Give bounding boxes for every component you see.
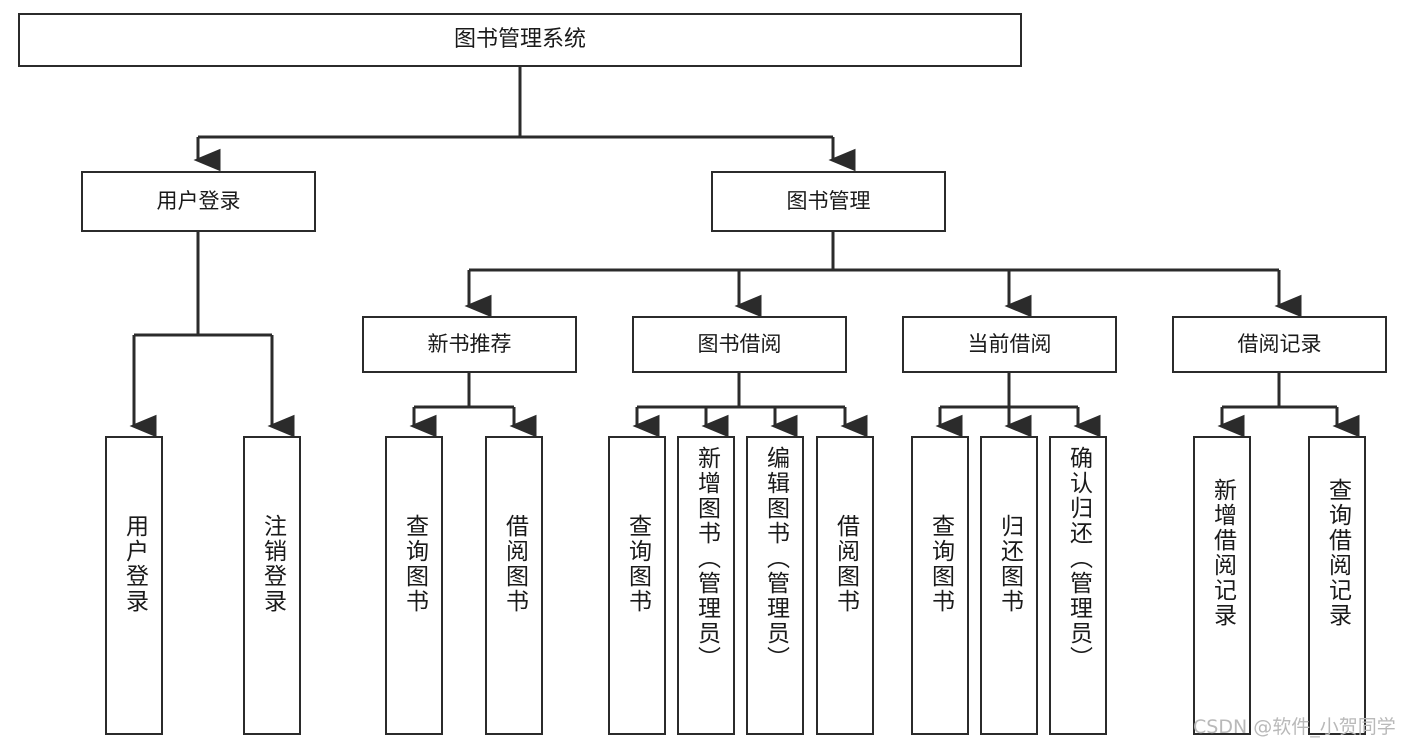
leaf-query-borrow-record[interactable]: 查询借阅记录 [1308,436,1366,735]
node-book-manage[interactable]: 图书管理 [711,171,946,232]
node-label: 确认归还（管理员） [1065,446,1092,671]
node-user-login[interactable]: 用户登录 [81,171,316,232]
node-label: 编辑图书（管理员） [762,446,789,671]
leaf-borrow-book-borrow[interactable]: 借阅图书 [816,436,874,735]
node-root-system[interactable]: 图书管理系统 [18,13,1022,67]
node-label: 查询图书 [624,514,651,614]
node-label: 图书管理系统 [453,27,586,53]
node-borrow-record[interactable]: 借阅记录 [1172,316,1387,373]
leaf-edit-book-admin[interactable]: 编辑图书（管理员） [746,436,804,735]
leaf-return-book[interactable]: 归还图书 [980,436,1038,735]
node-label: 新书推荐 [427,332,512,357]
node-label: 注销登录 [259,514,286,614]
node-label: 归还图书 [996,514,1023,614]
node-label: 借阅图书 [832,514,859,614]
node-label: 图书借阅 [697,332,782,357]
leaf-logout[interactable]: 注销登录 [243,436,301,735]
leaf-query-book-new[interactable]: 查询图书 [385,436,443,735]
csdn-watermark: CSDN @软件_小贺同学 [1193,716,1396,738]
node-label: 查询图书 [927,514,954,614]
node-label: 图书管理 [786,189,871,214]
leaf-query-book-current[interactable]: 查询图书 [911,436,969,735]
node-label: 用户登录 [121,514,148,614]
leaf-user-login[interactable]: 用户登录 [105,436,163,735]
node-label: 用户登录 [156,189,241,214]
leaf-add-borrow-record[interactable]: 新增借阅记录 [1193,436,1251,735]
leaf-confirm-return-admin[interactable]: 确认归还（管理员） [1049,436,1107,735]
leaf-query-book-borrow[interactable]: 查询图书 [608,436,666,735]
node-label: 当前借阅 [967,332,1052,357]
node-label: 新增图书（管理员） [693,446,720,671]
node-label: 借阅图书 [501,514,528,614]
node-label: 查询图书 [401,514,428,614]
node-label: 借阅记录 [1237,332,1322,357]
leaf-add-book-admin[interactable]: 新增图书（管理员） [677,436,735,735]
leaf-borrow-book-new[interactable]: 借阅图书 [485,436,543,735]
node-new-book-recommend[interactable]: 新书推荐 [362,316,577,373]
node-book-borrow[interactable]: 图书借阅 [632,316,847,373]
node-current-borrow[interactable]: 当前借阅 [902,316,1117,373]
node-label: 新增借阅记录 [1209,478,1236,628]
node-label: 查询借阅记录 [1324,478,1351,628]
